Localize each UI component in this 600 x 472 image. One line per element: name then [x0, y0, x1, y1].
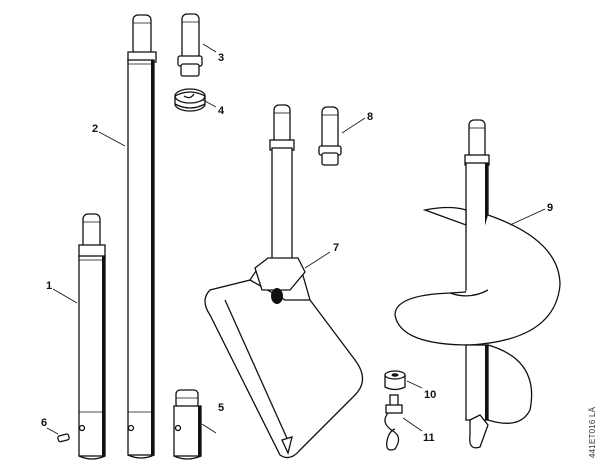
callout-7: 7	[333, 242, 340, 254]
callout-1: 1	[46, 280, 53, 292]
part-11-pilot-point	[384, 394, 403, 451]
part-4-washer	[174, 88, 206, 112]
part-7-scoop	[204, 104, 364, 459]
part-3-adapter	[177, 13, 203, 77]
callout-9: 9	[547, 202, 554, 214]
part-5-coupling	[173, 389, 202, 460]
part-9-auger	[394, 119, 561, 449]
callout-10: 10	[424, 389, 437, 401]
part-1-short-shaft	[78, 213, 106, 460]
callout-8: 8	[367, 111, 374, 123]
callout-5: 5	[218, 402, 225, 414]
part-10-bushing	[384, 370, 406, 391]
callout-3: 3	[218, 52, 225, 64]
callout-4: 4	[218, 105, 225, 117]
part-2-long-shaft	[127, 14, 157, 459]
callout-11: 11	[423, 432, 435, 444]
part-8-adapter	[318, 106, 342, 166]
reference-code: 441ET016 LÄ	[588, 406, 597, 458]
callout-6: 6	[41, 417, 48, 429]
part-6-pin	[57, 433, 70, 443]
callout-2: 2	[92, 123, 99, 135]
leader-lines	[46, 43, 546, 435]
